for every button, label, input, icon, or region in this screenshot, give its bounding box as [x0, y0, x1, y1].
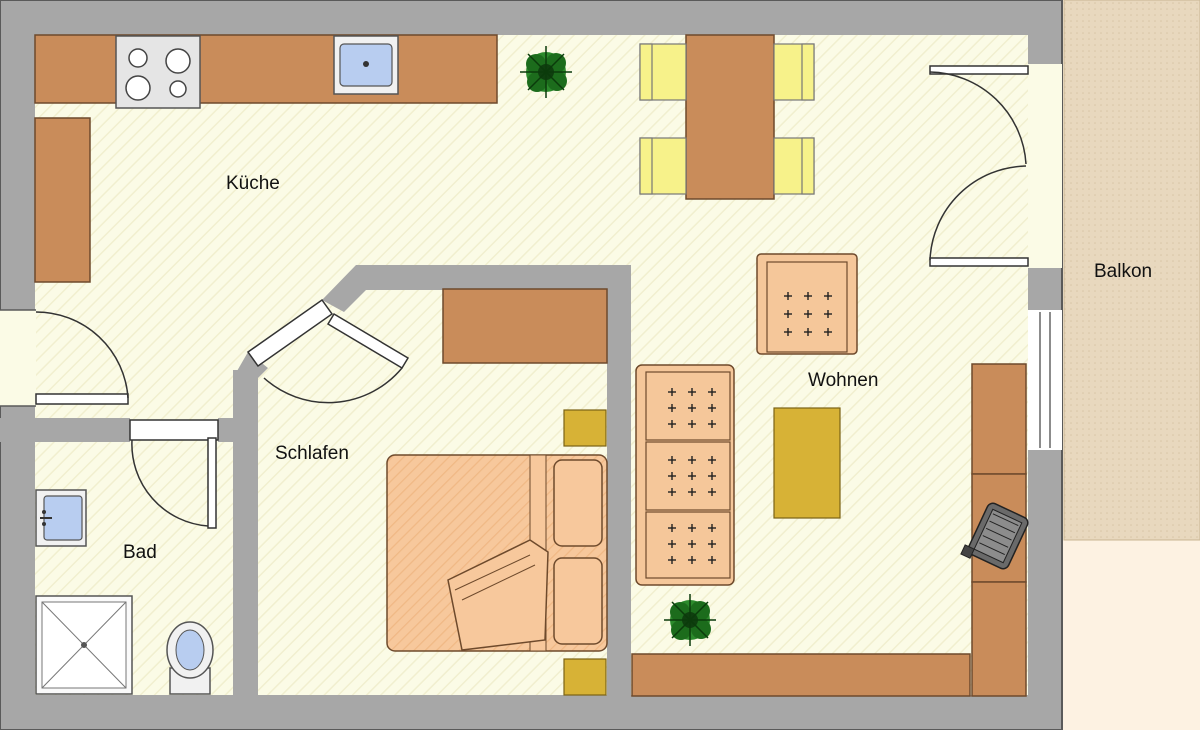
monitor-icon	[960, 502, 1029, 570]
room-label-bedroom: Schlafen	[275, 443, 349, 464]
room-label-kitchen: Küche	[226, 173, 280, 194]
plant-icon	[520, 46, 572, 98]
bath-door	[129, 419, 219, 529]
wardrobe	[442, 288, 608, 364]
toilet-icon	[166, 621, 214, 695]
kitchen-side-cabinet	[34, 117, 91, 283]
kitchen-counter	[34, 34, 498, 283]
sink-icon	[333, 35, 399, 95]
desk-shelf	[971, 363, 1027, 697]
sofa	[635, 364, 735, 586]
bedroom-door	[246, 298, 410, 404]
chair-icon	[639, 43, 815, 195]
nightstand-bottom	[563, 658, 607, 696]
double-bed	[386, 454, 608, 652]
room-label-bathroom: Bad	[123, 542, 157, 563]
bath-bedroom-wall	[233, 370, 258, 700]
shower-icon	[35, 595, 133, 695]
folded-blanket	[447, 539, 549, 651]
sideboard	[631, 653, 971, 697]
balcony-floor	[1063, 0, 1200, 541]
balcony-door-opening	[1028, 64, 1062, 268]
plant-icon	[664, 594, 716, 646]
entrance-door	[35, 311, 129, 405]
entrance-opening	[0, 310, 36, 406]
nightstand-top	[563, 409, 607, 447]
room-label-balcony: Balkon	[1094, 261, 1152, 282]
bedroom-wall-right	[607, 265, 631, 700]
armchair	[756, 253, 858, 355]
room-label-living: Wohnen	[808, 370, 878, 391]
washbasin-icon	[35, 489, 87, 547]
dining-table	[685, 34, 775, 200]
pillow	[553, 459, 603, 547]
bath-wall-top	[0, 418, 130, 442]
pillow	[553, 557, 603, 645]
coffee-table	[773, 407, 841, 519]
balcony-window	[1028, 310, 1062, 450]
stove-icon	[115, 35, 201, 109]
balcony-door	[929, 65, 1029, 267]
